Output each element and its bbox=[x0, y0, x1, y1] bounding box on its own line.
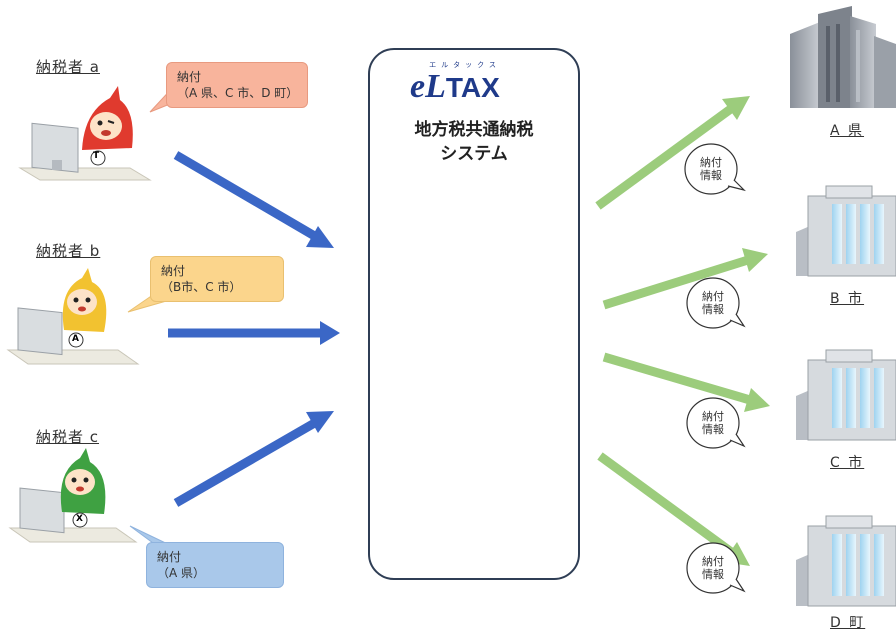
badge-a: T bbox=[93, 151, 100, 161]
red-character-a bbox=[82, 86, 133, 166]
building-icon-a bbox=[790, 6, 896, 108]
payment-info-b-line2: 情報 bbox=[702, 303, 724, 316]
taxpayer-label-c: 納税者 c bbox=[36, 428, 100, 446]
green-character-c bbox=[60, 448, 106, 528]
payment-info-a-line1: 納付 bbox=[700, 156, 722, 169]
payment-info-b: 納付 情報 bbox=[698, 290, 728, 316]
system-name-line1: 地方税共通納税 bbox=[414, 120, 534, 140]
info-bubble-shape-b bbox=[686, 277, 746, 329]
info-bubble-shape-c bbox=[686, 397, 746, 449]
info-bubble-shape-d bbox=[686, 542, 746, 594]
municipality-label-d: D 町 bbox=[830, 615, 866, 631]
payment-bubble-c-line2: （A 県） bbox=[157, 566, 206, 580]
payment-info-d-line2: 情報 bbox=[702, 568, 724, 581]
payment-info-c: 納付 情報 bbox=[698, 410, 728, 436]
blue-arrow-b bbox=[168, 321, 340, 345]
payment-bubble-a-line1: 納付 bbox=[177, 70, 202, 84]
green-arrow-a bbox=[595, 96, 750, 210]
logo-e: e bbox=[410, 68, 426, 105]
payment-bubble-c-line1: 納付 bbox=[157, 550, 182, 564]
payment-info-d: 納付 情報 bbox=[698, 555, 728, 581]
payment-bubble-b: 納付 （B市、C 市） bbox=[150, 256, 284, 302]
payment-bubble-a-line2: （A 県、C 市、D 町） bbox=[177, 86, 299, 100]
payment-bubble-a: 納付 （A 県、C 市、D 町） bbox=[166, 62, 308, 108]
payment-info-a: 納付 情報 bbox=[696, 156, 726, 182]
logo-tax: TAX bbox=[445, 72, 500, 103]
info-bubble-shape-a bbox=[684, 143, 746, 195]
logo-l: L bbox=[425, 68, 446, 105]
eltax-logo: eLTAX bbox=[410, 68, 530, 110]
payment-info-c-line2: 情報 bbox=[702, 423, 724, 436]
payment-info-d-line1: 納付 bbox=[702, 555, 724, 568]
badge-b: A bbox=[72, 334, 79, 344]
taxpayer-label-a: 納税者 a bbox=[36, 58, 100, 76]
municipality-label-b: B 市 bbox=[830, 291, 865, 307]
payment-info-a-line2: 情報 bbox=[700, 169, 722, 182]
municipality-label-c: C 市 bbox=[830, 455, 865, 471]
system-name-line2: システム bbox=[440, 144, 508, 164]
taxpayer-label-b: 納税者 b bbox=[36, 242, 101, 260]
building-icon-c bbox=[796, 349, 896, 441]
blue-arrow-c bbox=[173, 411, 334, 507]
yellow-character-b bbox=[62, 268, 107, 348]
payment-info-b-line1: 納付 bbox=[702, 290, 724, 303]
payment-bubble-b-line1: 納付 bbox=[161, 264, 186, 278]
computer-icon-c bbox=[8, 487, 138, 543]
building-icon-b bbox=[796, 185, 896, 277]
green-arrow-b bbox=[602, 248, 768, 310]
logo-kana: エルタックス bbox=[429, 61, 501, 69]
green-arrow-c bbox=[602, 352, 770, 412]
building-icon-d bbox=[796, 515, 896, 607]
badge-c: X bbox=[76, 514, 83, 524]
municipality-label-a: A 県 bbox=[830, 123, 865, 139]
payment-bubble-c: 納付 （A 県） bbox=[146, 542, 284, 588]
computer-icon-a bbox=[18, 122, 152, 181]
system-name: 地方税共通納税 システム bbox=[380, 118, 568, 166]
blue-arrow-a bbox=[173, 151, 334, 248]
eltax-system-box bbox=[368, 48, 580, 580]
payment-bubble-b-line2: （B市、C 市） bbox=[161, 280, 242, 294]
computer-icon-b bbox=[6, 307, 140, 365]
payment-info-c-line1: 納付 bbox=[702, 410, 724, 423]
